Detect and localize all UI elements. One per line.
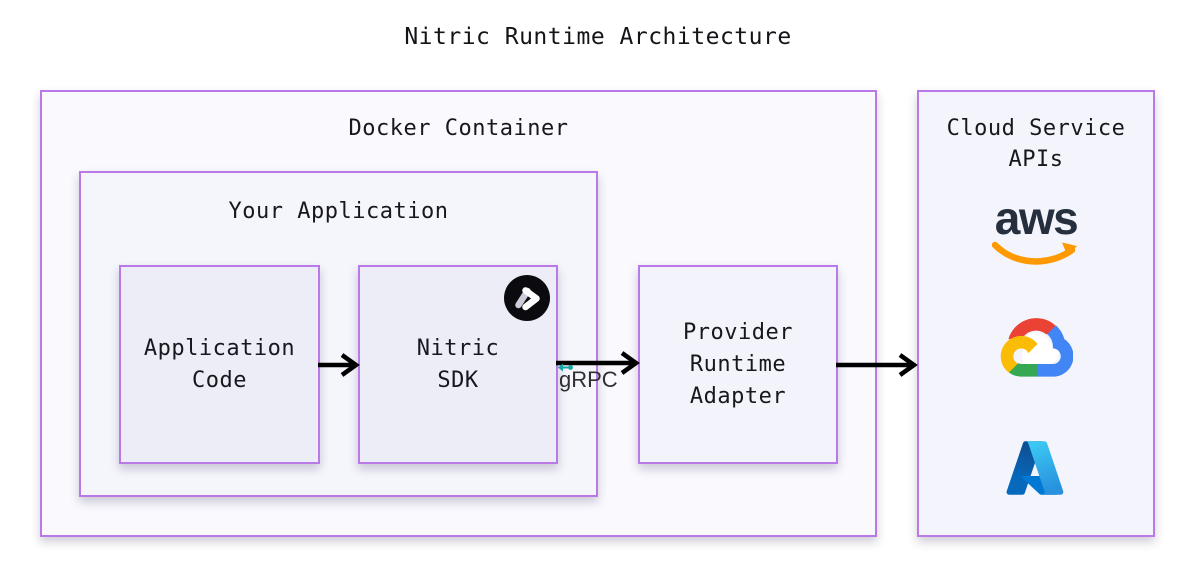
grpc-connection-label: gRPC bbox=[558, 363, 618, 393]
cloud-service-apis-label: Cloud Service APIs bbox=[946, 116, 1126, 172]
nitric-logo-icon bbox=[504, 275, 550, 321]
arrow-sdk-to-provider bbox=[556, 351, 640, 375]
application-code-label: Application Code bbox=[143, 335, 296, 393]
google-cloud-logo bbox=[1000, 318, 1073, 377]
aws-logo: aws bbox=[917, 192, 1155, 269]
azure-logo bbox=[1006, 441, 1064, 495]
arrow-appcode-to-sdk bbox=[318, 353, 360, 377]
your-application-label: Your Application bbox=[228, 199, 449, 224]
grpc-arrow-icon bbox=[558, 363, 573, 372]
provider-runtime-adapter-box: Provider Runtime Adapter bbox=[638, 265, 838, 464]
docker-container-label: Docker Container bbox=[348, 116, 569, 141]
nitric-sdk-box: Nitric SDK bbox=[358, 265, 558, 464]
aws-logo-text: aws bbox=[994, 192, 1079, 244]
provider-runtime-adapter-label: Provider Runtime Adapter bbox=[683, 319, 793, 409]
grpc-label-text: gRPC bbox=[559, 367, 618, 392]
nitric-sdk-label: Nitric SDK bbox=[416, 335, 500, 393]
diagram-title: Nitric Runtime Architecture bbox=[404, 24, 792, 50]
application-code-box: Application Code bbox=[119, 265, 320, 464]
aws-smile-icon bbox=[992, 241, 1077, 265]
arrow-provider-to-cloud bbox=[836, 353, 918, 377]
